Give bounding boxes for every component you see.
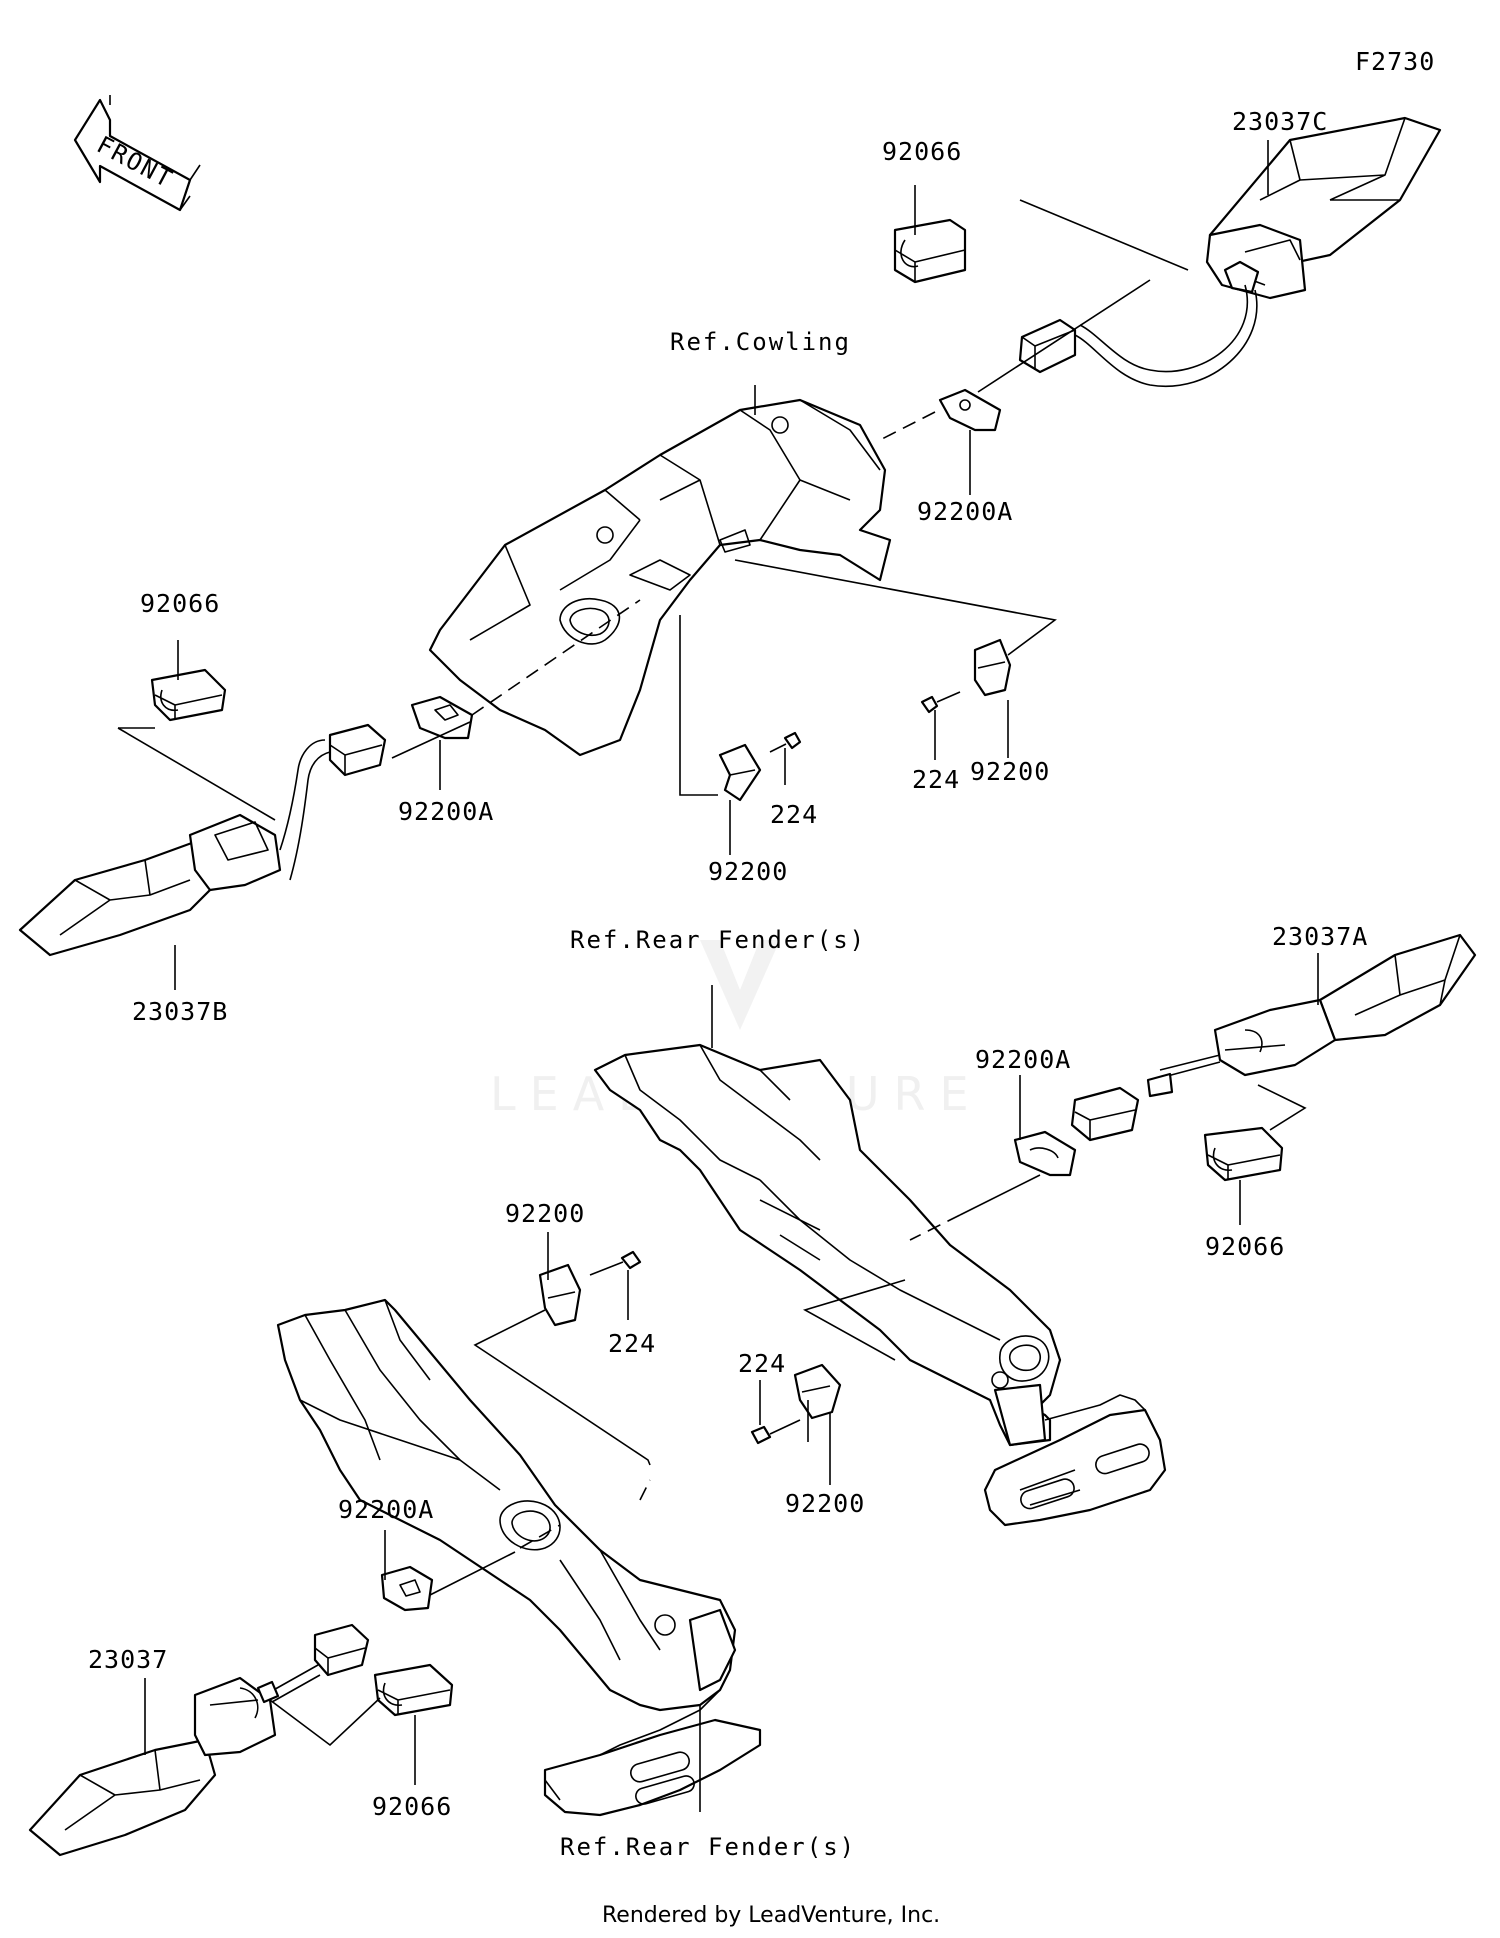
plate-92200A-bottom-left[interactable] <box>380 1565 434 1612</box>
clip-92066-top-right[interactable] <box>893 218 967 284</box>
bracket-92200-mid-left[interactable] <box>538 1263 582 1327</box>
label-92200-center: 92200 <box>708 857 788 886</box>
rear-fender-bracket-left <box>543 1608 762 1817</box>
bolt-224-right[interactable] <box>920 691 961 714</box>
label-23037C: 23037C <box>1232 107 1328 136</box>
clip-92066-left[interactable] <box>150 668 227 722</box>
label-92200-mid-center: 92200 <box>785 1489 865 1518</box>
bracket-92200-mid-center[interactable] <box>793 1363 842 1420</box>
bolt-224-mid-center[interactable] <box>750 1419 801 1445</box>
bolt-224-center[interactable] <box>769 731 802 753</box>
label-92200-right: 92200 <box>970 757 1050 786</box>
footer-credit: Rendered by LeadVenture, Inc. <box>602 1903 940 1928</box>
plate-92200A-top-right[interactable] <box>938 388 1002 432</box>
label-92066-top-right: 92066 <box>882 137 962 166</box>
bolt-224-mid-left[interactable] <box>589 1250 642 1276</box>
bracket-92200-center[interactable] <box>718 743 762 802</box>
turn-signal-23037[interactable] <box>28 1623 370 1857</box>
front-arrow-icon: FRONT <box>73 95 201 212</box>
turn-signal-23037C[interactable] <box>1018 116 1442 388</box>
label-224-center: 224 <box>770 800 818 829</box>
ref-rear-fender-bottom-label: Ref.Rear Fender(s) <box>560 1833 856 1861</box>
ref-cowling-label: Ref.Cowling <box>670 328 851 356</box>
leader-lines <box>117 140 1319 1812</box>
rear-fender-bracket-right <box>983 1383 1167 1527</box>
clip-92066-bottom[interactable] <box>373 1663 454 1717</box>
bracket-92200-right[interactable] <box>973 638 1012 697</box>
label-23037: 23037 <box>88 1645 168 1674</box>
label-92200A-bottom-left: 92200A <box>338 1495 434 1524</box>
turn-signal-23037A[interactable] <box>1070 933 1477 1142</box>
label-92066-right: 92066 <box>1205 1232 1285 1261</box>
turn-signal-23037B[interactable] <box>18 723 387 957</box>
label-92066-left: 92066 <box>140 589 220 618</box>
label-92066-bottom: 92066 <box>372 1792 452 1821</box>
label-23037B: 23037B <box>132 997 228 1026</box>
figure-code: F2730 <box>1355 47 1435 76</box>
label-92200A-left: 92200A <box>398 797 494 826</box>
label-92200A-top-right: 92200A <box>917 497 1013 526</box>
plate-92200A-right[interactable] <box>1013 1130 1077 1177</box>
label-92200A-right: 92200A <box>975 1045 1071 1074</box>
ref-rear-fender-mid-label: Ref.Rear Fender(s) <box>570 926 866 954</box>
clip-92066-right[interactable] <box>1203 1126 1284 1182</box>
label-224-right: 224 <box>912 765 960 794</box>
label-92200-mid-left: 92200 <box>505 1199 585 1228</box>
rear-cowling <box>428 398 892 757</box>
label-224-mid-left: 224 <box>608 1329 656 1358</box>
label-224-mid-center: 224 <box>738 1349 786 1378</box>
label-23037A: 23037A <box>1272 922 1368 951</box>
plate-92200A-left[interactable] <box>410 695 474 740</box>
